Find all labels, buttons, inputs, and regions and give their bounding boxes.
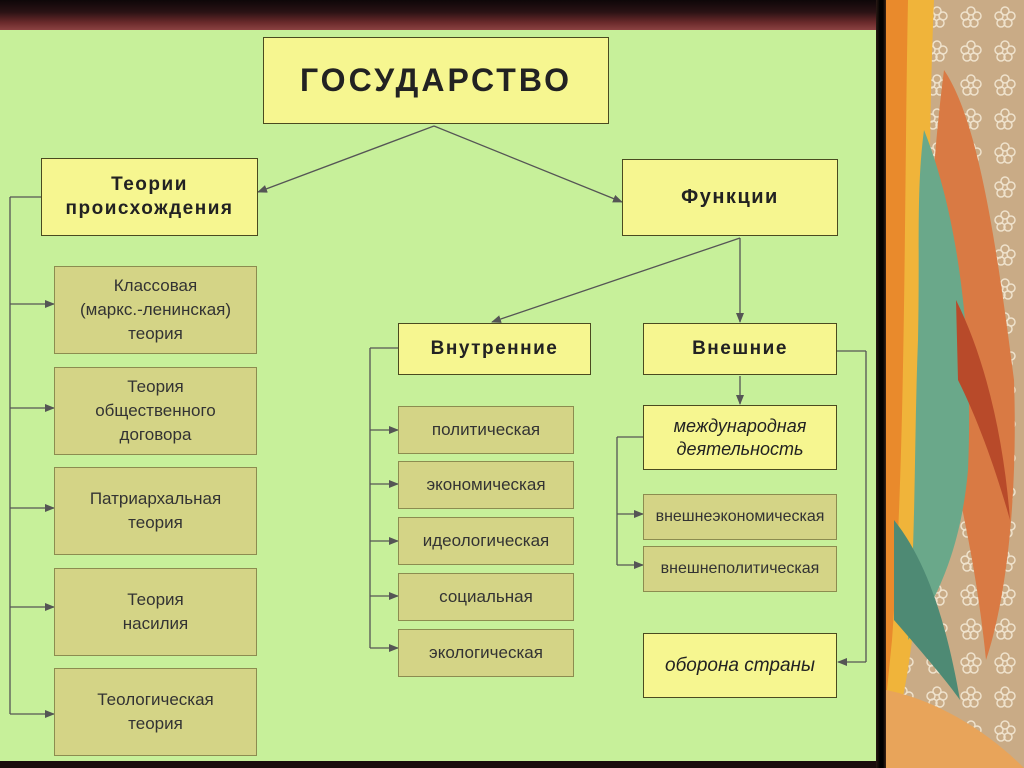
decorative-fabric-panel: [886, 0, 1024, 768]
functions-box: Функции: [622, 159, 838, 236]
theory-theological: Теологическая теория: [54, 668, 257, 756]
function-foreign-political: внешнеполитическая: [643, 546, 837, 592]
theory-class: Классовая (маркс.-ленинская) теория: [54, 266, 257, 354]
function-economic: экономическая: [398, 461, 574, 509]
internal-functions-box: Внутренние: [398, 323, 591, 375]
theory-violence: Теория насилия: [54, 568, 257, 656]
theory-social-contract: Теория общественного договора: [54, 367, 257, 455]
root-box-state: ГОСУДАРСТВО: [263, 37, 609, 124]
function-foreign-economic: внешнеэкономическая: [643, 494, 837, 540]
origin-theories-box: Теории происхождения: [41, 158, 258, 236]
external-functions-box: Внешние: [643, 323, 837, 375]
defense-box: оборона страны: [643, 633, 837, 698]
function-social: социальная: [398, 573, 574, 621]
function-political: политическая: [398, 406, 574, 454]
panel-divider: [876, 0, 886, 768]
connector-lines: [9, 125, 867, 718]
bottom-border: [0, 761, 880, 768]
function-ecological: экологическая: [398, 629, 574, 677]
international-activity-box: международная деятельность: [643, 405, 837, 470]
function-ideological: идеологическая: [398, 517, 574, 565]
top-border: [0, 0, 880, 30]
theory-patriarchal: Патриархальная теория: [54, 467, 257, 555]
